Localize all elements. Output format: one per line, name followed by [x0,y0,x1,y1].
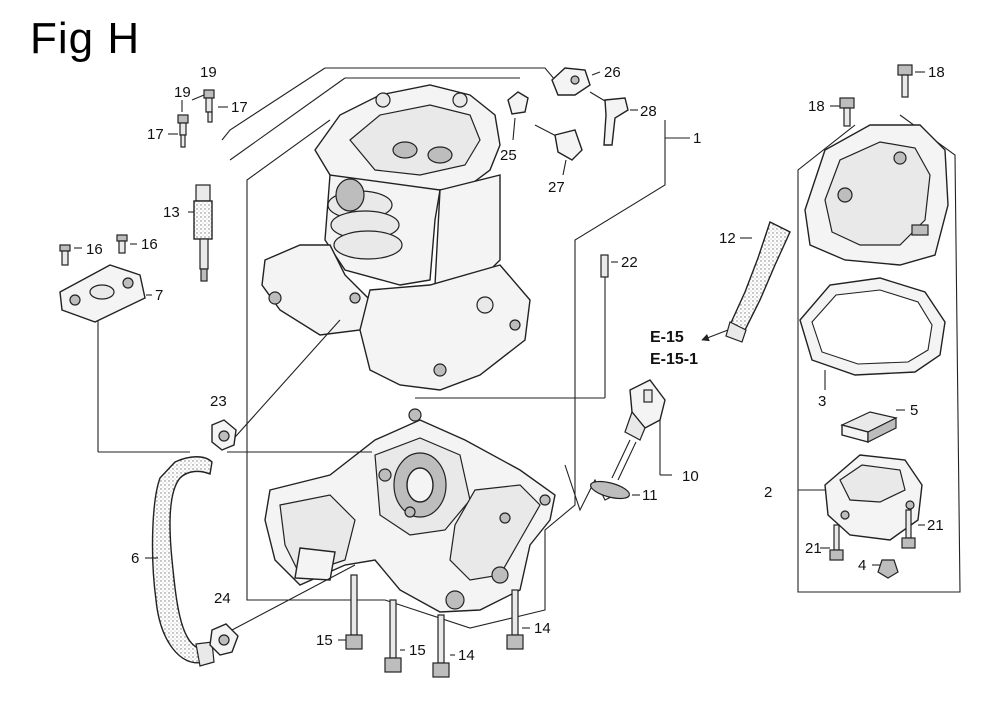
part-18-screws [830,64,925,127]
callout-27: 27 [548,179,565,196]
callout-26: 26 [604,64,621,81]
callout-11: 11 [642,487,658,504]
callout-5: 5 [910,402,918,419]
part-13-spark-plug [188,184,213,282]
part-21-4-fasteners [820,509,925,579]
callout-22: 22 [621,254,638,271]
callout-15b: 15 [409,642,426,659]
callout-19b: 19 [174,84,191,101]
callout-13: 13 [163,204,180,221]
cylinder-head-block [261,84,531,391]
callout-6: 6 [131,550,139,567]
callout-18a: 18 [928,64,945,81]
assembly-outline-main [221,67,690,629]
callout-28: 28 [640,103,657,120]
part-23-clamp [211,419,237,451]
callout-12: 12 [719,230,736,247]
part-26-bracket [551,67,601,96]
part-16-screws [59,234,137,266]
part-10-oil-dipstick [611,379,672,481]
callout-labels: 1 2 3 4 5 6 7 10 11 12 13 14 14 15 15 16… [86,64,945,664]
crankcase-block [264,408,556,613]
callout-14a: 14 [458,647,475,664]
reference-arrow [701,329,729,342]
part-25-pivot [507,91,529,141]
reference-labels: E-15 E-15-1 [650,329,698,368]
callout-1: 1 [693,130,701,147]
figure-title: Fig H [30,14,141,63]
part-12-hose [725,221,791,343]
callout-16a: 16 [86,241,103,258]
part-11-o-ring [589,480,640,500]
callout-14b: 14 [534,620,551,637]
part-14-15-bolts [338,574,530,678]
callout-17b: 17 [231,99,248,116]
assembly-outline-cover [797,114,961,593]
callout-7: 7 [155,287,163,304]
callout-17a: 17 [147,126,164,143]
part-2-breather-chamber [798,454,923,541]
callout-24: 24 [214,590,231,607]
callout-23: 23 [210,393,227,410]
callout-16b: 16 [141,236,158,253]
part-28-lever [589,91,638,146]
reference-e15: E-15 [650,329,684,346]
callout-21b: 21 [927,517,944,534]
callout-15a: 15 [316,632,333,649]
callout-25: 25 [500,147,517,164]
part-19-17-bolts [168,89,228,148]
callout-3: 3 [818,393,826,410]
part-5-pad [840,409,905,443]
callout-10: 10 [682,468,699,485]
leader-lines [97,255,626,631]
callout-4: 4 [858,557,866,574]
callout-21a: 21 [805,540,822,557]
callout-19a: 19 [200,64,217,81]
part-7-plate [59,264,152,323]
part-24-clamp [209,623,239,656]
callout-2: 2 [764,484,772,501]
head-cover [804,124,949,266]
part-22-dowel-pin [600,254,618,278]
callout-18b: 18 [808,98,825,115]
part-27-pivot-pin [534,124,583,176]
part-6-breather-hose [145,456,215,667]
reference-e15-1: E-15-1 [650,351,698,368]
part-3-gasket [799,277,946,390]
